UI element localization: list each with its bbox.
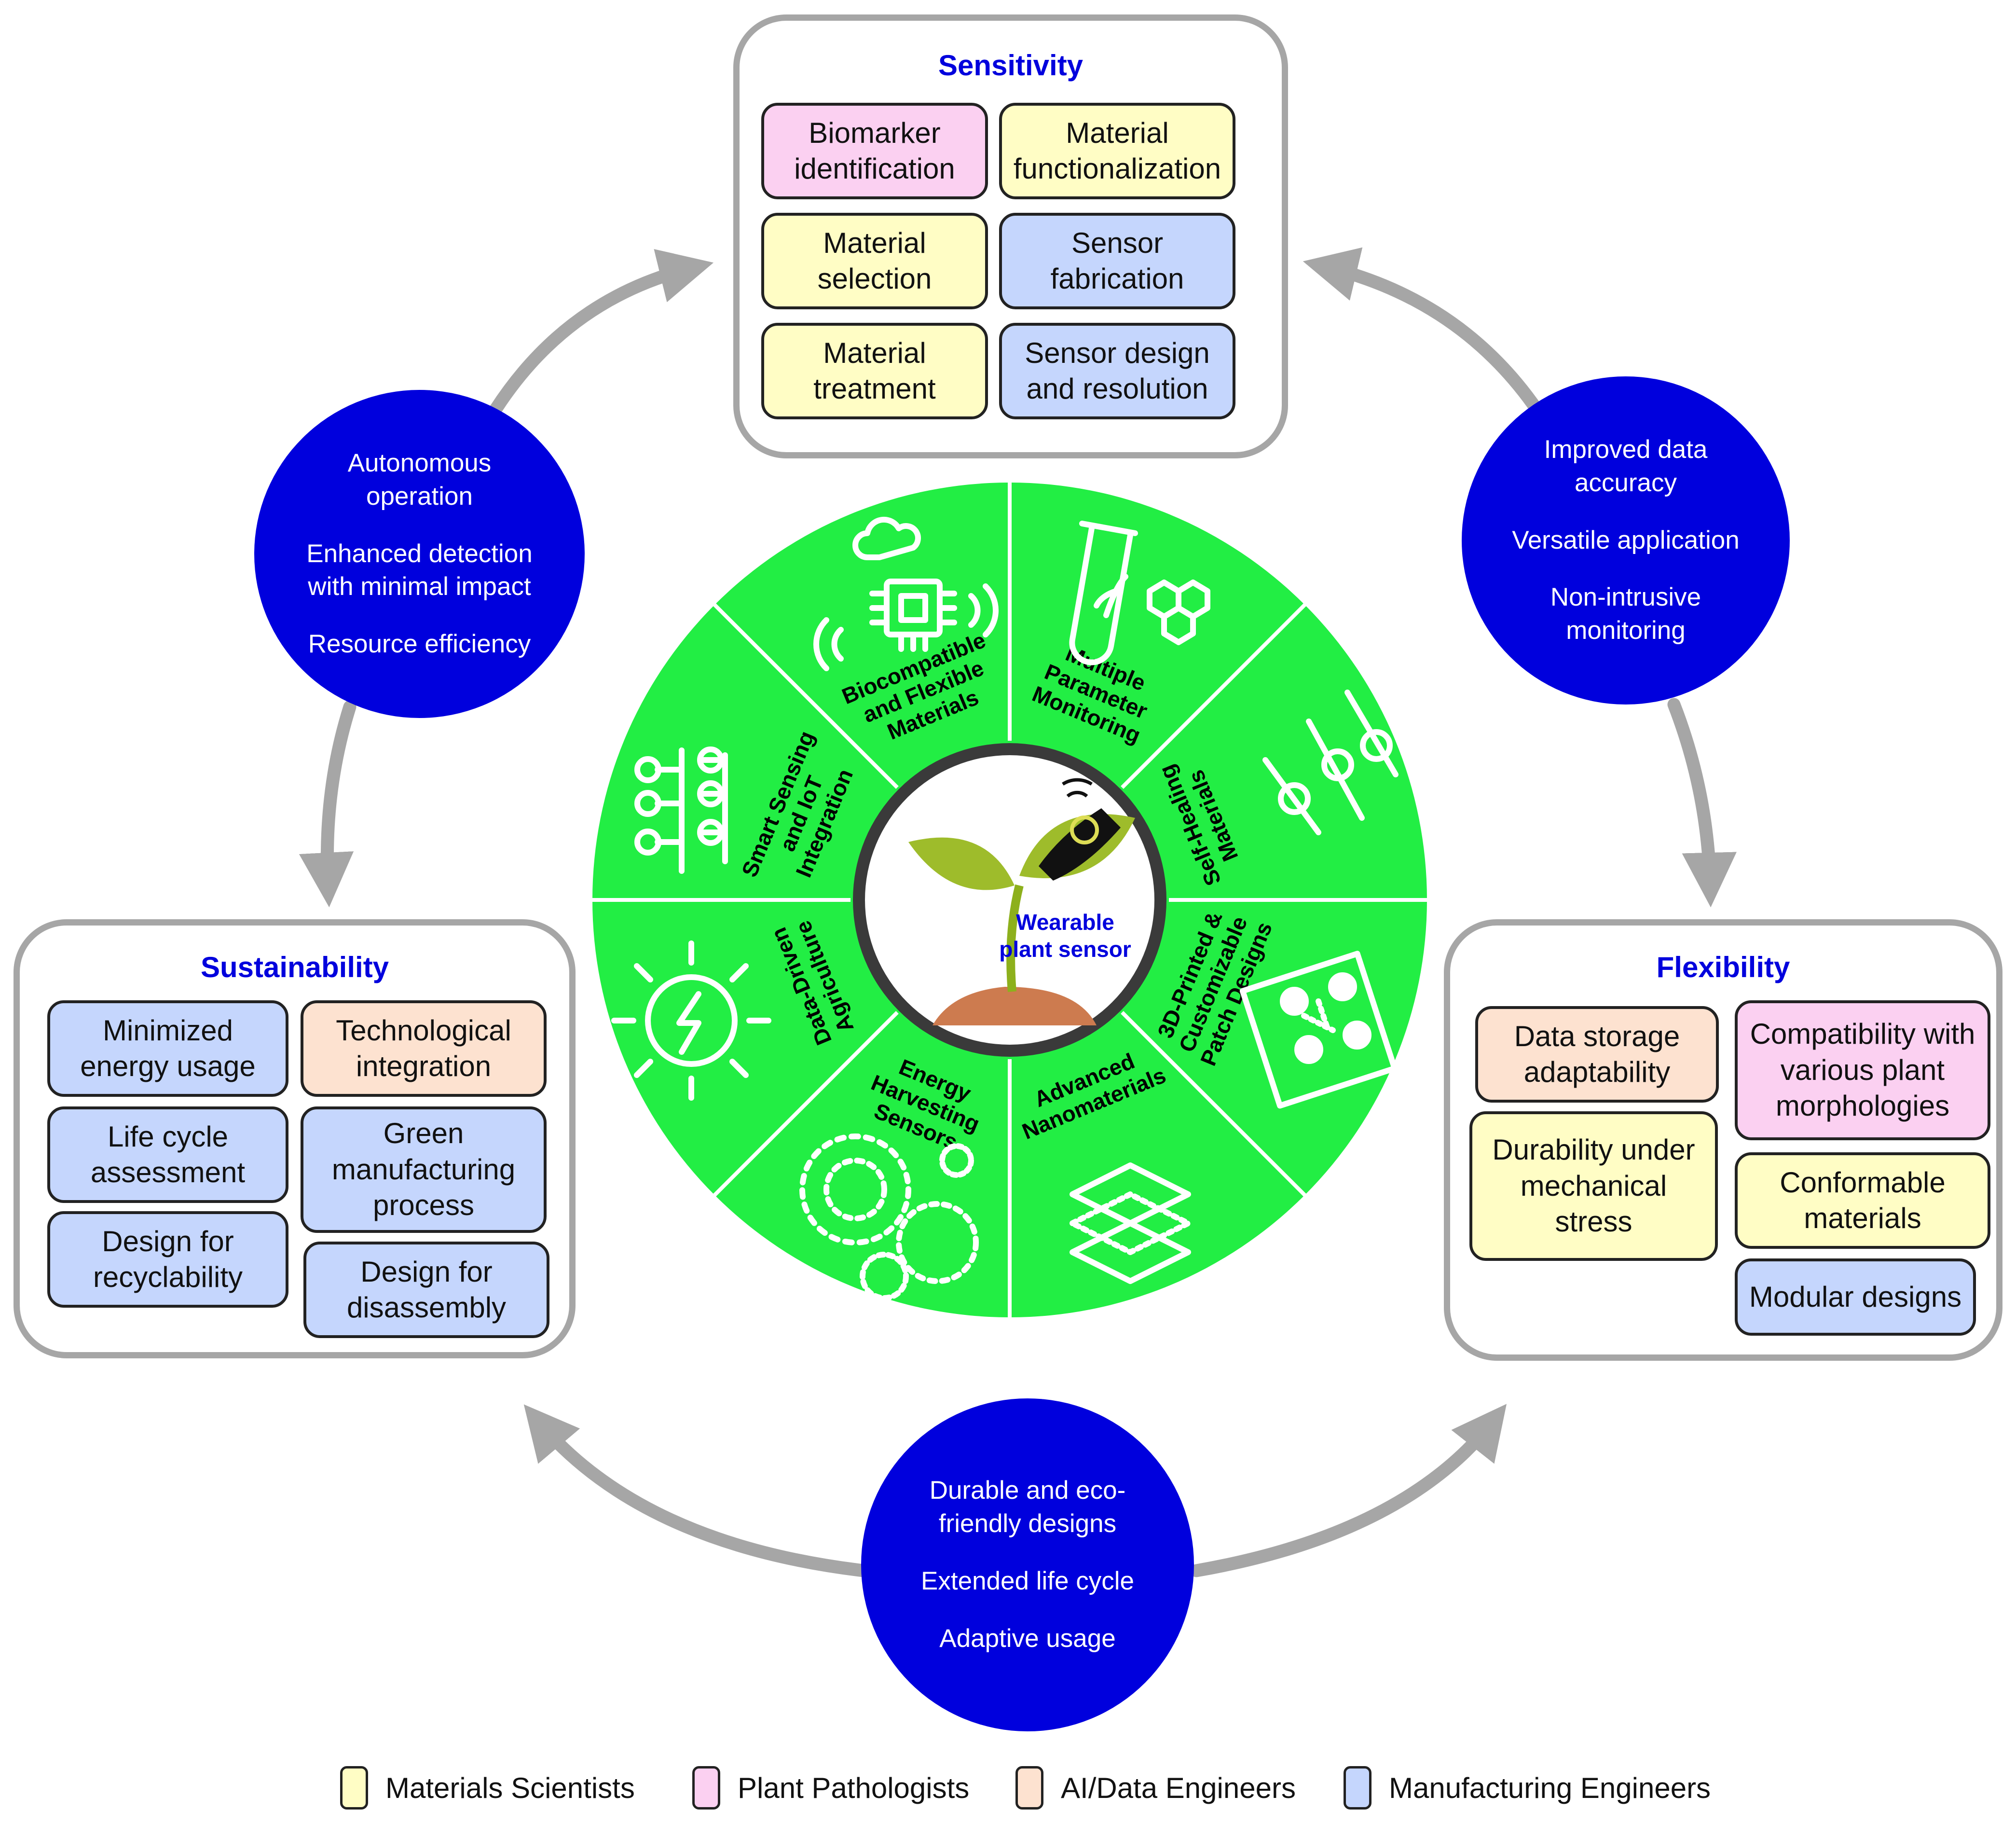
- life-cycle-assessment-box: Life cycle assessment: [47, 1106, 288, 1203]
- legend-swatch: [340, 1766, 368, 1810]
- sensor-design-box: Sensor design and resolution: [999, 323, 1235, 419]
- arrow-bottom-to-sustainability: [523, 1404, 870, 1577]
- legend-ai-data-engineers: AI/Data Engineers: [1015, 1764, 1296, 1812]
- arrow-left-to-sensitivity: [485, 249, 714, 422]
- legend-plant-pathologists: Plant Pathologists: [692, 1764, 969, 1812]
- legend-manufacturing-engineers: Manufacturing Engineers: [1344, 1764, 1711, 1812]
- sensitivity-title: Sensitivity: [938, 49, 1083, 82]
- sensor-fabrication-box: Sensor fabrication: [999, 213, 1235, 309]
- adaptive-usage-text: Adaptive usage: [939, 1624, 1116, 1653]
- sensitivity-panel: Sensitivity Biomarker identification Mat…: [733, 14, 1288, 458]
- biomarker-identification-box: Biomarker identification: [761, 103, 988, 199]
- data-storage-box: Data storage adaptability: [1475, 1006, 1719, 1103]
- solar-energy-icon: [611, 940, 771, 1101]
- wheel-divider: [1121, 1011, 1306, 1197]
- self-healing-patch-icon: [1239, 951, 1398, 1109]
- modular-designs-box: Modular designs: [1735, 1258, 1976, 1336]
- wheel-divider: [1121, 603, 1306, 789]
- iot-chip-icon: [813, 516, 999, 671]
- smart-plant-icon: [585, 719, 728, 874]
- arrow-bottom-to-flexibility: [1190, 1404, 1507, 1577]
- legend-label: Plant Pathologists: [738, 1771, 970, 1804]
- material-functionalization-box: Material functionalization: [999, 103, 1235, 199]
- material-treatment-box: Material treatment: [761, 323, 988, 419]
- plant-sensor-illustration: [908, 778, 1135, 1025]
- technological-integration-box: Technological integration: [301, 1000, 547, 1097]
- right-benefits-circle: Improved data accuracy Versatile applica…: [1462, 376, 1790, 705]
- plant-morphologies-box: Compatibility with various plant morphol…: [1735, 1000, 1990, 1140]
- legend-label: AI/Data Engineers: [1061, 1771, 1296, 1804]
- legend-swatch: [1344, 1766, 1371, 1810]
- fullerene-icon: [799, 1133, 979, 1301]
- design-for-recyclability-box: Design for recyclability: [47, 1211, 288, 1308]
- conformable-materials-box: Conformable materials: [1735, 1152, 1990, 1249]
- versatile-application-text: Versatile application: [1512, 525, 1740, 554]
- minimized-energy-usage-box: Minimized energy usage: [47, 1000, 288, 1097]
- resource-efficiency-text: Resource efficiency: [308, 630, 531, 659]
- durable-designs-text: Durable and eco-friendly designs: [929, 1476, 1126, 1538]
- left-benefits-circle: Autonomous operation Enhanced detection …: [254, 390, 585, 718]
- sustainability-title: Sustainability: [200, 951, 389, 983]
- legend-label: Materials Scientists: [385, 1771, 635, 1804]
- arrow-left-to-sustainability: [299, 700, 357, 908]
- legend-swatch: [1015, 1766, 1043, 1810]
- flexibility-title: Flexibility: [1656, 951, 1790, 983]
- autonomous-operation-text: Autonomous operation: [347, 448, 492, 511]
- legend-swatch: [692, 1766, 720, 1810]
- extended-life-cycle-text: Extended life cycle: [921, 1567, 1134, 1595]
- wheel-divider: [713, 1011, 899, 1197]
- layers-icon: [1070, 1162, 1191, 1284]
- test-tube-icon: [1069, 521, 1210, 665]
- legend-label: Manufacturing Engineers: [1389, 1771, 1711, 1804]
- material-selection-box: Material selection: [761, 213, 988, 309]
- bottom-benefits-circle: Durable and eco-friendly designs Extende…: [861, 1398, 1194, 1731]
- wheel-divider: [713, 603, 899, 789]
- arrow-right-to-sensitivity: [1303, 247, 1546, 419]
- non-intrusive-monitoring-text: Non-intrusive monitoring: [1550, 583, 1701, 645]
- wearable-label: Wearable: [1016, 910, 1114, 935]
- legend-materials-scientists: Materials Scientists: [340, 1764, 635, 1812]
- improved-data-accuracy-text: Improved data accuracy: [1544, 435, 1708, 497]
- flexibility-panel: Flexibility Data storage adaptability Co…: [1444, 919, 2002, 1361]
- durability-box: Durability under mechanical stress: [1469, 1111, 1718, 1261]
- green-manufacturing-box: Green manufacturing process: [301, 1106, 547, 1233]
- design-for-disassembly-box: Design for disassembly: [303, 1242, 549, 1338]
- plant-sensor-label: plant sensor: [999, 937, 1131, 962]
- sliders-icon: [1262, 690, 1399, 835]
- enhanced-detection-text: Enhanced detection with minimal impact: [306, 539, 533, 601]
- sustainability-panel: Sustainability Minimized energy usage Te…: [14, 919, 576, 1358]
- arrow-right-to-flexibility: [1667, 698, 1737, 908]
